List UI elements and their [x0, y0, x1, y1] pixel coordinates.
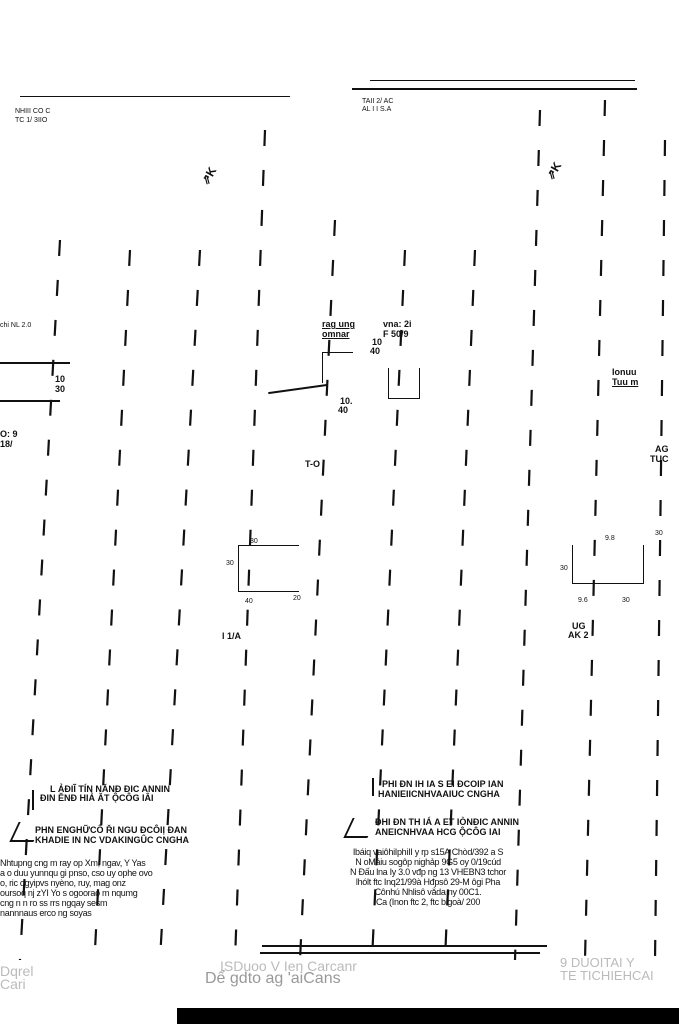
left-paragraph-line: nannnaus erco ng soyas [0, 908, 92, 918]
left-sketch-line [0, 362, 70, 364]
dim-a-2: 40 [370, 346, 381, 356]
scan-dash-line [653, 139, 667, 961]
left-code-line-1: NHIII CO C [15, 108, 51, 115]
left-dim-1: 10 [55, 374, 66, 384]
left-parcel-1: O: 9 [0, 429, 18, 439]
right-box-label-2: AK 2 [568, 630, 589, 640]
center-box-label: l 1/A [222, 631, 242, 641]
right-box-dim-2: 30 [560, 565, 568, 572]
left-parcel-2: 18/ [0, 439, 13, 449]
right-paragraph-line: lhólt ftc Inq21/99à Hđpsô 29-M ôgi Pha [355, 877, 501, 887]
stamp-bracket [32, 790, 34, 810]
right-box-dim-3: 9.6 [578, 597, 588, 604]
bottom-rule-1 [262, 945, 547, 947]
scan-black-bar [177, 1008, 679, 1024]
left-paragraph-line: oursoq nj zYI Yo s ogoorao m nqumg [0, 888, 138, 898]
stamp-right-2-line-1: ĐHI ĐN TH IÁ A ET IÒNĐIC ANNIN [375, 817, 519, 827]
center-parcel-corner [322, 352, 353, 383]
frame-top-rule-2 [370, 80, 635, 81]
bottom-rule-2 [260, 952, 540, 954]
stamp-left-2-line-2: KHADIE IN NC VDAKINGÛC CNGHA [35, 835, 190, 845]
stamp-bracket-right [372, 778, 374, 796]
scan-dash-line [513, 109, 542, 961]
right-parcel-box [572, 545, 644, 584]
stamp-right-1-line-2: HANIEIICNHVAAIUC CNGHA [378, 789, 500, 799]
right-paragraph-line: Cônhú Nhlisô vắda ny 00C1. [374, 887, 482, 897]
left-paragraph-line: o, ric ogyipvs nyèno, ruy, mag onz [0, 878, 126, 888]
right-paragraph-line: N oMáiu sogôp nighảp 9G5 oy 0/19cúd [355, 857, 501, 867]
center-label-4: F 50/9 [383, 329, 409, 339]
scan-dash-line [158, 249, 202, 961]
stamp-right-1-line-1: PHI ĐN IH IA S EI ĐCOIP IAN [382, 779, 504, 789]
right-paragraph-line: Ibáiq vaiôhiIphiII y rp s15A Chòd/392 a … [352, 847, 504, 857]
right-paragraph-line: Ca (Inon ftc 2, ftc bigoà/ 200 [375, 897, 481, 907]
right-paragraph-line: N Đấu lna Iy 3.0 vđp ng 13 VHEBN3 tchor [350, 867, 506, 877]
stamp-right-2-line-2: ANEICNHVAA HCG ỘCÔG IAI [375, 827, 501, 837]
left-frame-rule [20, 96, 290, 97]
center-box-dim-top: 30 [250, 538, 258, 545]
right-box-dim-1: 9.8 [605, 535, 615, 542]
center-label-1: rag ung [322, 319, 355, 329]
right-code-2: TUC [650, 454, 669, 464]
center-mark: T-O [305, 459, 320, 469]
left-paragraph-line: a o duu yunnqu gi pnso, cso uy ophe ovo [0, 868, 153, 878]
center-label-2: omnar [322, 329, 350, 339]
dim-b-1: 10. [340, 396, 353, 406]
left-sketch-line-2 [0, 400, 60, 402]
left-code-line-2: TC 1/ 3IIO [15, 117, 48, 124]
right-code-line-2: AL I I S.A [362, 106, 392, 113]
watermark-left: Dqrel Cari [0, 963, 34, 992]
stamp-left-2-line-1: PHN ENGHỮCÔ ŘI NGU ĐCÔIỊ ĐAN [35, 825, 187, 835]
center-box-dim-left: 30 [226, 560, 234, 567]
stamp-left-1-line-2: ĐIN ĔNĐ HIẢ ĂT ỘCÔG IÂI [40, 793, 154, 803]
right-box-dim-5: 30 [655, 530, 663, 537]
center-label-3: vna: 2i [383, 319, 412, 329]
watermark-right-2: TE TICHIEHCAI [560, 968, 654, 983]
center-parcel-small [388, 368, 420, 399]
right-box-label-1: UG [572, 621, 586, 631]
center-parcel-box [238, 545, 299, 592]
right-label-2: Tuu m [612, 377, 639, 387]
right-code-1: AG [655, 444, 669, 454]
scan-dash-line [18, 239, 62, 961]
scan-dash-line [298, 219, 337, 961]
dim-b-2: 40 [338, 405, 349, 415]
scan-dash-line [583, 99, 607, 961]
stamp-left-1-line-1: L ẢĐIĨ TÍN NĂNĐ ĐIC ANNIN [50, 784, 170, 794]
left-dim-2: 30 [55, 384, 66, 394]
left-paragraph: Nhtupng cng m ray op Xm; ngav, Y Yas a o… [0, 858, 153, 918]
right-label-1: Ionuu [612, 367, 637, 377]
watermark-center-1: ISDuoo V Ien Carcanr [220, 958, 357, 974]
dim-a-1: 10 [372, 337, 383, 347]
center-box-dim-bottom: 40 [245, 598, 253, 605]
right-code-line-1: TAII 2/ AC [362, 98, 394, 105]
left-sketch-label: chi NL 2.0 [0, 322, 32, 329]
frame-top-rule [352, 88, 637, 90]
left-paragraph-line: cng n n ro ss rrs ngqay sesm [0, 898, 108, 908]
right-box-dim-4: 30 [622, 597, 630, 604]
right-paragraph: Ibáiq vaiôhiIphiII y rp s15A Chòd/392 a … [258, 847, 598, 907]
center-box-dim-right: 20 [293, 595, 301, 602]
left-paragraph-line: Nhtupng cng m ray op Xm; ngav, Y Yas [0, 858, 146, 868]
watermark-center-2: Dể gdto ag 'aiCans [205, 970, 341, 987]
watermark-right-1: 9 DUOITAI Y [560, 955, 635, 970]
